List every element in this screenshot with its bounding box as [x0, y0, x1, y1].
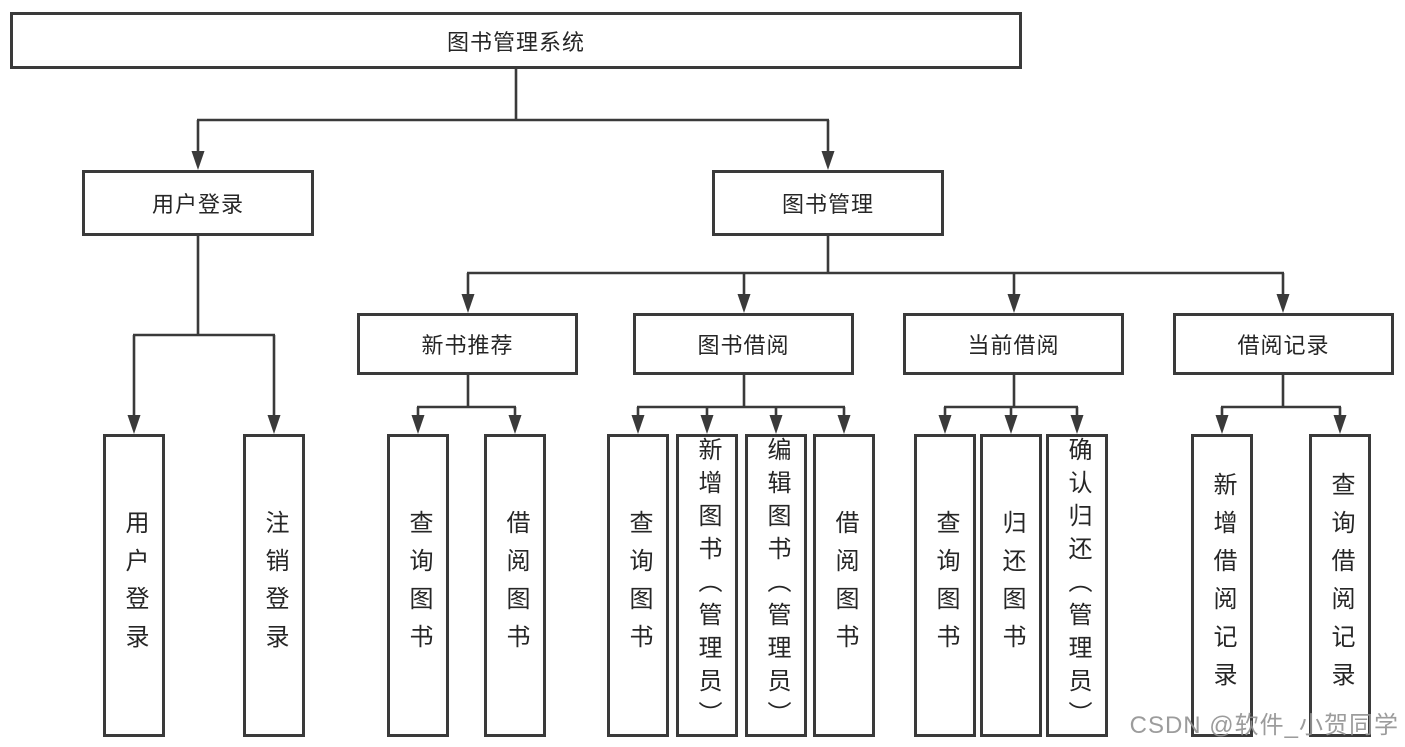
- arrowhead: [821, 151, 835, 170]
- node-label: 用户登录: [121, 509, 148, 662]
- node-label: 图书管理: [781, 192, 874, 217]
- connector-user-login-to-leaves: [132, 236, 276, 416]
- arrowhead: [1070, 415, 1084, 434]
- node-label: 确认归还（管理员）: [1064, 437, 1091, 734]
- node-leaf-borrow-books-recommend: 借阅图书: [484, 434, 546, 737]
- node-root-library-management-system: 图书管理系统: [10, 12, 1022, 69]
- node-label: 借阅记录: [1237, 333, 1330, 358]
- node-label: 查询图书: [405, 509, 432, 662]
- arrowhead: [769, 415, 783, 434]
- node-label: 新增借阅记录: [1209, 471, 1236, 700]
- arrowhead: [508, 415, 522, 434]
- node-leaf-add-borrow-record: 新增借阅记录: [1191, 434, 1253, 737]
- node-label: 借阅图书: [502, 509, 529, 662]
- arrowhead: [700, 415, 714, 434]
- node-label: 查询图书: [625, 509, 652, 662]
- arrowhead: [411, 415, 425, 434]
- arrowhead: [1004, 415, 1018, 434]
- node-leaf-return-books: 归还图书: [980, 434, 1042, 737]
- arrowhead: [631, 415, 645, 434]
- node-label: 新书推荐: [421, 333, 514, 358]
- arrowhead: [461, 294, 475, 313]
- arrowhead: [837, 415, 851, 434]
- arrowhead: [267, 415, 281, 434]
- node-leaf-query-books-current: 查询图书: [914, 434, 976, 737]
- node-current-borrowing: 当前借阅: [903, 313, 1124, 375]
- arrowhead: [191, 151, 205, 170]
- node-label: 借阅图书: [831, 509, 858, 662]
- connector-new-book-recommend-to-leaves: [416, 375, 517, 417]
- arrowhead: [938, 415, 952, 434]
- arrowhead: [127, 415, 141, 434]
- csdn-watermark: CSDN @软件_小贺同学: [1129, 712, 1399, 739]
- node-label: 当前借阅: [967, 333, 1060, 358]
- node-leaf-confirm-return-admin: 确认归还（管理员）: [1046, 434, 1108, 737]
- node-borrowing-records: 借阅记录: [1173, 313, 1394, 375]
- arrowhead: [1007, 294, 1021, 313]
- connector-book-borrowing-to-leaves: [636, 375, 846, 417]
- node-leaf-add-books-admin: 新增图书（管理员）: [676, 434, 738, 737]
- connector-root-to-level2: [196, 69, 830, 152]
- arrowhead: [1333, 415, 1347, 434]
- node-book-borrowing: 图书借阅: [633, 313, 854, 375]
- node-label: 查询图书: [932, 509, 959, 662]
- node-label: 用户登录: [151, 192, 244, 217]
- node-book-management: 图书管理: [712, 170, 944, 236]
- node-label: 图书管理系统: [446, 29, 585, 55]
- node-label: 注销登录: [261, 509, 288, 662]
- arrowhead: [1276, 294, 1290, 313]
- node-leaf-query-borrow-record: 查询借阅记录: [1309, 434, 1371, 737]
- node-label: 归还图书: [998, 509, 1025, 662]
- node-label: 编辑图书（管理员）: [763, 437, 790, 734]
- node-leaf-edit-books-admin: 编辑图书（管理员）: [745, 434, 807, 737]
- node-leaf-query-books-borrowing: 查询图书: [607, 434, 669, 737]
- node-label: 查询借阅记录: [1327, 471, 1354, 700]
- node-label: 新增图书（管理员）: [694, 437, 721, 734]
- arrowhead: [737, 294, 751, 313]
- connector-book-management-to-level3: [466, 236, 1285, 296]
- node-leaf-borrow-books: 借阅图书: [813, 434, 875, 737]
- arrowhead: [1215, 415, 1229, 434]
- node-leaf-user-login: 用户登录: [103, 434, 165, 737]
- node-leaf-logout: 注销登录: [243, 434, 305, 737]
- node-label: 图书借阅: [697, 333, 790, 358]
- connector-borrowing-records-to-leaves: [1220, 375, 1342, 417]
- node-user-login: 用户登录: [82, 170, 314, 236]
- node-leaf-query-books-recommend: 查询图书: [387, 434, 449, 737]
- node-new-book-recommend: 新书推荐: [357, 313, 578, 375]
- connector-current-borrowing-to-leaves: [943, 375, 1079, 417]
